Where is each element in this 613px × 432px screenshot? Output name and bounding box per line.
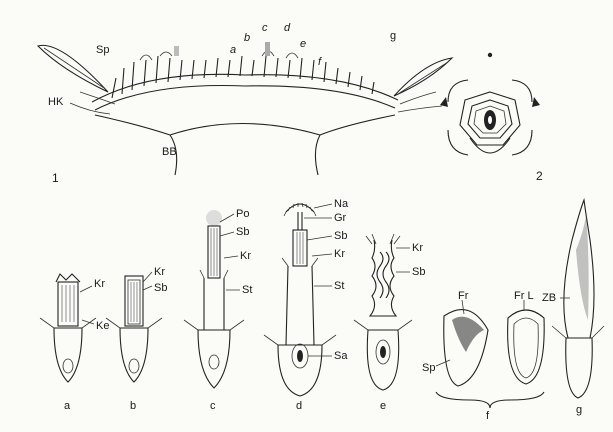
label-sb-b: Sb [154,282,167,294]
label-bb: BB [162,146,177,158]
floral-diagram-drawing [440,53,540,155]
label-gr-d: Gr [334,212,346,224]
label-hk: HK [48,96,63,108]
label-na-d: Na [334,198,348,210]
label-po-c: Po [236,208,249,220]
label-zb-g: ZB [542,292,556,304]
floret-a-drawing [40,274,96,382]
capitulum-drawing [38,42,452,175]
label-kr-e: Kr [412,242,423,254]
label-sb-c: Sb [236,226,249,238]
floret-letter-d: d [296,400,302,412]
label-frl-f: Fr L [514,290,534,302]
floret-letter-b: b [130,400,136,412]
floret-letter-f-fig1: f [318,56,321,68]
label-sp-f: Sp [422,362,435,374]
floret-letter-e-fig1: e [300,38,306,50]
label-kr-c: Kr [240,250,251,262]
floret-letter-f: f [486,410,489,422]
floret-c-drawing [184,210,244,388]
floret-letter-a-fig1: a [230,44,236,56]
floret-letter-a: a [64,400,70,412]
floret-letter-c-fig1: c [262,22,268,34]
label-kr-d: Kr [334,248,345,260]
label-sa-d: Sa [334,350,347,362]
floret-letter-g: g [576,404,582,416]
label-sp-fig1: Sp [96,44,109,56]
label-sb-e: Sb [412,266,425,278]
label-kr-a: Kr [94,278,105,290]
floret-d-drawing [264,203,336,396]
fig2-number: 2 [536,170,543,182]
label-fr-f: Fr [458,290,468,302]
fruits-f-drawing [436,300,544,408]
label-st-d: St [334,280,344,292]
label-ke-a: Ke [96,320,109,332]
floret-g-drawing [552,200,604,398]
floret-e-drawing [354,234,412,390]
label-sb-d: Sb [334,230,347,242]
floret-letter-c: c [210,400,216,412]
label-kr-b: Kr [154,266,165,278]
label-g-fig1: g [390,30,396,42]
floret-letter-e: e [380,400,386,412]
label-st-c: St [242,284,252,296]
fig1-number: 1 [52,172,59,184]
floret-letter-d-fig1: d [284,22,290,34]
floret-letter-b-fig1: b [244,32,250,44]
